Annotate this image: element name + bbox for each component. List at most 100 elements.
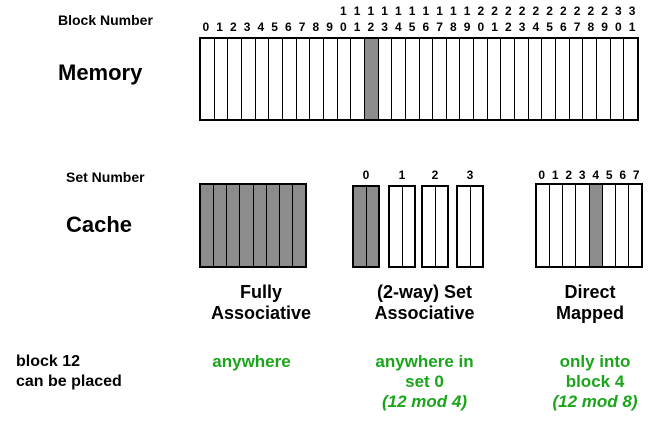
memory-tens-digit-30: 3 xyxy=(615,4,622,18)
memory-ones-digit-14: 4 xyxy=(395,20,402,34)
memory-tens-digit-16: 1 xyxy=(422,4,430,18)
direct-block-label-6: 6 xyxy=(619,168,627,182)
memory-block-27 xyxy=(570,39,584,119)
set-2-way-0 xyxy=(423,187,436,266)
memory-ones-digit-19: 9 xyxy=(463,20,471,34)
fully-cache-block-1 xyxy=(214,185,228,266)
fully-associative-caption: Fully Associative xyxy=(210,282,312,323)
memory-ones-digit-30: 0 xyxy=(615,20,622,34)
memory-block-17 xyxy=(433,39,447,119)
memory-ones-digit-7: 7 xyxy=(298,20,306,34)
memory-tens-digit-25: 2 xyxy=(546,4,553,18)
set-associative-answer: anywhere in set 0 (12 mod 4) xyxy=(375,352,474,411)
fully-cache-block-5 xyxy=(266,185,280,266)
memory-ones-digit-23: 3 xyxy=(518,20,526,34)
direct-cache-block-4 xyxy=(589,185,603,266)
memory-tens-digit-26: 2 xyxy=(560,4,567,18)
set-label-3: 3 xyxy=(466,168,474,182)
set-1-way-1 xyxy=(403,187,415,266)
cache-set-1 xyxy=(388,185,416,268)
memory-block-25 xyxy=(542,39,557,119)
memory-block-4 xyxy=(256,39,270,119)
memory-tens-digit-29: 2 xyxy=(601,4,608,18)
memory-block-2 xyxy=(228,39,242,119)
memory-block-5 xyxy=(269,39,283,119)
memory-ones-digit-2: 2 xyxy=(230,20,237,34)
memory-tens-digit-12: 1 xyxy=(367,4,375,18)
direct-cache-block-1 xyxy=(550,185,564,266)
set-2-way-1 xyxy=(436,187,448,266)
memory-ones-digit-8: 8 xyxy=(312,20,320,34)
cache-set-3 xyxy=(456,185,484,268)
memory-ones-digit-21: 1 xyxy=(491,20,498,34)
memory-tens-digit-31: 3 xyxy=(628,4,636,18)
memory-ones-digit-6: 6 xyxy=(285,20,292,34)
memory-block-8 xyxy=(310,39,324,119)
direct-mapped-cache xyxy=(535,183,643,268)
fully-cache-block-7 xyxy=(292,185,305,266)
memory-blocks xyxy=(199,37,639,121)
memory-ones-digit-16: 6 xyxy=(422,20,430,34)
memory-block-22 xyxy=(501,39,516,119)
direct-block-label-1: 1 xyxy=(551,168,559,182)
direct-mapped-answer: only into block 4 (12 mod 8) xyxy=(552,352,638,411)
memory-tens-digit-18: 1 xyxy=(450,4,457,18)
fully-cache-block-3 xyxy=(240,185,254,266)
memory-ones-digit-26: 6 xyxy=(560,20,567,34)
memory-ones-digit-31: 1 xyxy=(628,20,636,34)
memory-ones-digit-5: 5 xyxy=(271,20,278,34)
memory-ones-digit-22: 2 xyxy=(505,20,512,34)
fully-cache-block-4 xyxy=(253,185,267,266)
set-3-way-0 xyxy=(458,187,471,266)
direct-cache-block-0 xyxy=(537,185,551,266)
fully-associative-cache xyxy=(199,183,307,268)
memory-ones-digit-15: 5 xyxy=(408,20,416,34)
memory-tens-digit-10: 1 xyxy=(340,4,347,18)
memory-ones-digit-24: 4 xyxy=(532,20,540,34)
memory-ones-digit-9: 9 xyxy=(326,20,333,34)
memory-ones-digit-17: 7 xyxy=(436,20,443,34)
memory-ones-digit-12: 2 xyxy=(367,20,375,34)
memory-tens-digit-28: 2 xyxy=(587,4,595,18)
memory-tens-digit-15: 1 xyxy=(408,4,416,18)
memory-block-23 xyxy=(515,39,529,119)
memory-ones-digit-13: 3 xyxy=(381,20,388,34)
set-1-way-0 xyxy=(390,187,403,266)
memory-block-21 xyxy=(488,39,502,119)
memory-ones-digit-11: 1 xyxy=(353,20,361,34)
memory-block-9 xyxy=(324,39,338,119)
memory-ones-digit-1: 1 xyxy=(216,20,223,34)
direct-block-label-0: 0 xyxy=(538,168,546,182)
memory-label: Memory xyxy=(58,60,143,85)
direct-cache-block-2 xyxy=(563,185,577,266)
memory-tens-digit-20: 2 xyxy=(477,4,485,18)
fully-cache-block-2 xyxy=(227,185,241,266)
direct-block-label-2: 2 xyxy=(565,168,573,182)
set-label-0: 0 xyxy=(362,168,370,182)
memory-ones-digit-4: 4 xyxy=(257,20,265,34)
direct-block-label-5: 5 xyxy=(605,168,613,182)
memory-ones-digit-3: 3 xyxy=(243,20,251,34)
direct-block-label-7: 7 xyxy=(632,168,640,182)
fully-associative-answer: anywhere xyxy=(212,352,291,371)
memory-tens-digit-17: 1 xyxy=(436,4,443,18)
cache-set-0 xyxy=(352,185,380,268)
memory-block-7 xyxy=(297,39,311,119)
memory-block-29 xyxy=(597,39,611,119)
memory-tens-digit-21: 2 xyxy=(491,4,498,18)
direct-cache-block-6 xyxy=(616,185,629,266)
memory-block-30 xyxy=(611,39,625,119)
memory-tens-digit-13: 1 xyxy=(381,4,388,18)
memory-block-26 xyxy=(556,39,570,119)
memory-block-31 xyxy=(624,39,637,119)
set-3-way-1 xyxy=(471,187,483,266)
memory-block-13 xyxy=(379,39,393,119)
memory-tens-digit-19: 1 xyxy=(463,4,471,18)
set-label-2: 2 xyxy=(431,168,439,182)
memory-ones-digit-25: 5 xyxy=(546,20,553,34)
cache-set-2 xyxy=(421,185,449,268)
memory-tens-digit-11: 1 xyxy=(353,4,361,18)
fully-cache-block-6 xyxy=(279,185,293,266)
memory-block-14 xyxy=(392,39,406,119)
memory-ones-digit-29: 9 xyxy=(601,20,608,34)
